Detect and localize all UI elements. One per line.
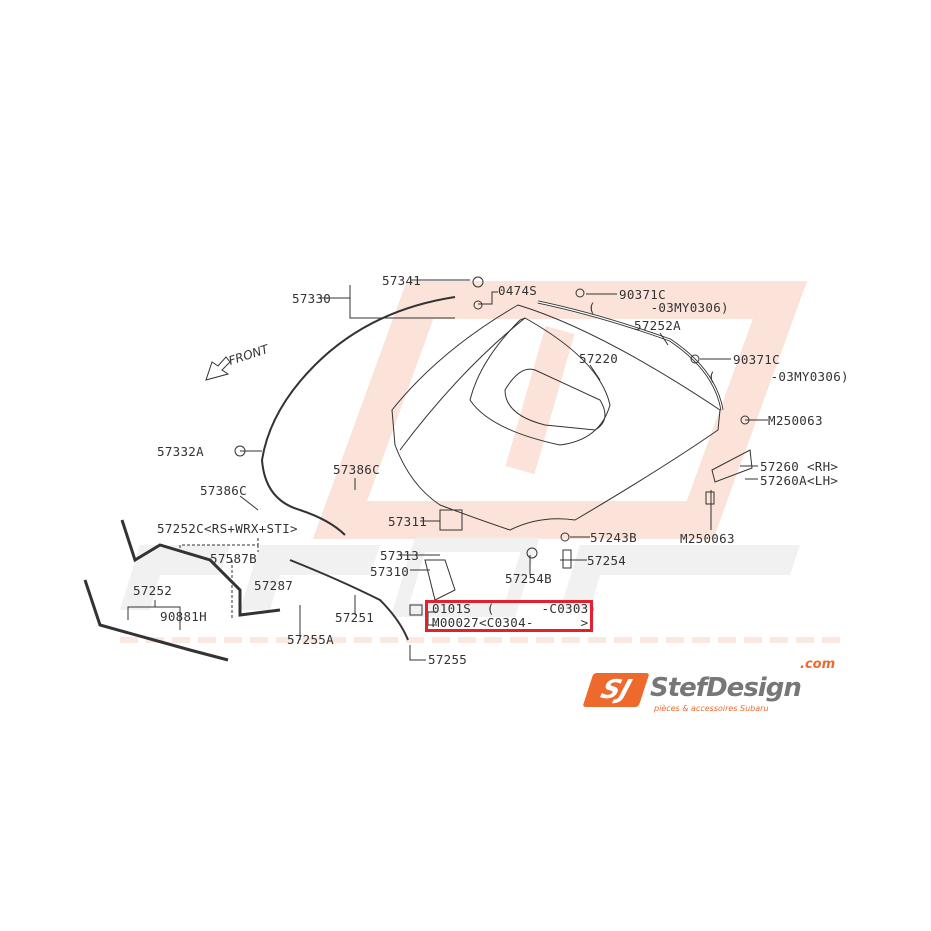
- part-label-m00027[interactable]: M00027<C0304- >: [432, 615, 589, 630]
- part-label-90371c-b[interactable]: 90371C: [733, 352, 780, 367]
- part-label-0474s[interactable]: 0474S: [498, 283, 538, 298]
- part-label-90881h[interactable]: 90881H: [160, 609, 207, 624]
- part-label-0101s[interactable]: 0101S ( -C0303): [432, 601, 597, 616]
- part-label-57311[interactable]: 57311: [388, 514, 428, 529]
- part-label-57260[interactable]: 57260 <RH>: [760, 459, 839, 474]
- part-label-57252c[interactable]: 57252C<RS+WRX+STI>: [157, 521, 298, 536]
- part-label-57252a[interactable]: 57252A: [634, 318, 681, 333]
- part-label-57341[interactable]: 57341: [382, 273, 422, 288]
- rod-57251: [289, 559, 409, 641]
- part-label-57313[interactable]: 57313: [380, 548, 420, 563]
- hood-outline: [391, 304, 721, 531]
- part-label-57310[interactable]: 57310: [370, 564, 410, 579]
- part-label-57243b[interactable]: 57243B: [590, 530, 637, 545]
- logo-tagline: pièces & accessoires Subaru: [654, 704, 769, 713]
- highlight-box: [425, 600, 593, 632]
- part-label-57220[interactable]: 57220: [579, 351, 619, 366]
- part-label-57332a[interactable]: 57332A: [157, 444, 204, 459]
- bracket-57260: [711, 449, 753, 483]
- part-label-57254[interactable]: 57254: [587, 553, 627, 568]
- watermark-logo-shape: [312, 281, 808, 539]
- part-label-57255a[interactable]: 57255A: [287, 632, 334, 647]
- part-label-90371c[interactable]: 90371C: [619, 287, 666, 302]
- hood-scoop: [504, 368, 606, 431]
- part-label-57255[interactable]: 57255: [428, 652, 468, 667]
- part-label-m250063[interactable]: M250063: [768, 413, 823, 428]
- logo-com: .com: [800, 657, 836, 672]
- part-label-57386c-b[interactable]: 57386C: [200, 483, 247, 498]
- front-arrow-icon: [205, 356, 231, 381]
- logo-name: StefDesign: [650, 673, 802, 703]
- part-note-90371c: ( -03MY0306): [588, 300, 729, 315]
- latch-57310: [424, 559, 456, 601]
- part-label-57587b[interactable]: 57587B: [210, 551, 257, 566]
- part-label-57287[interactable]: 57287: [254, 578, 294, 593]
- part-label-57252[interactable]: 57252: [133, 583, 173, 598]
- logo-mark: SJ: [582, 673, 650, 707]
- part-label-57251[interactable]: 57251: [335, 610, 375, 625]
- watermark-wordmark-shape: [120, 538, 800, 617]
- part-label-57386c[interactable]: 57386C: [333, 462, 380, 477]
- part-label-57330[interactable]: 57330: [292, 291, 332, 306]
- stefdesign-logo: SJ StefDesign .com pièces & accessoires …: [582, 658, 850, 717]
- part-label-57254b[interactable]: 57254B: [505, 571, 552, 586]
- trim-57252: [83, 579, 229, 662]
- part-label-57260a[interactable]: 57260A<LH>: [760, 473, 839, 488]
- part-label-m250063-b[interactable]: M250063: [680, 531, 735, 546]
- trim-57252c: [120, 519, 281, 617]
- part-note-90371c-b: ( -03MY0306): [708, 369, 849, 384]
